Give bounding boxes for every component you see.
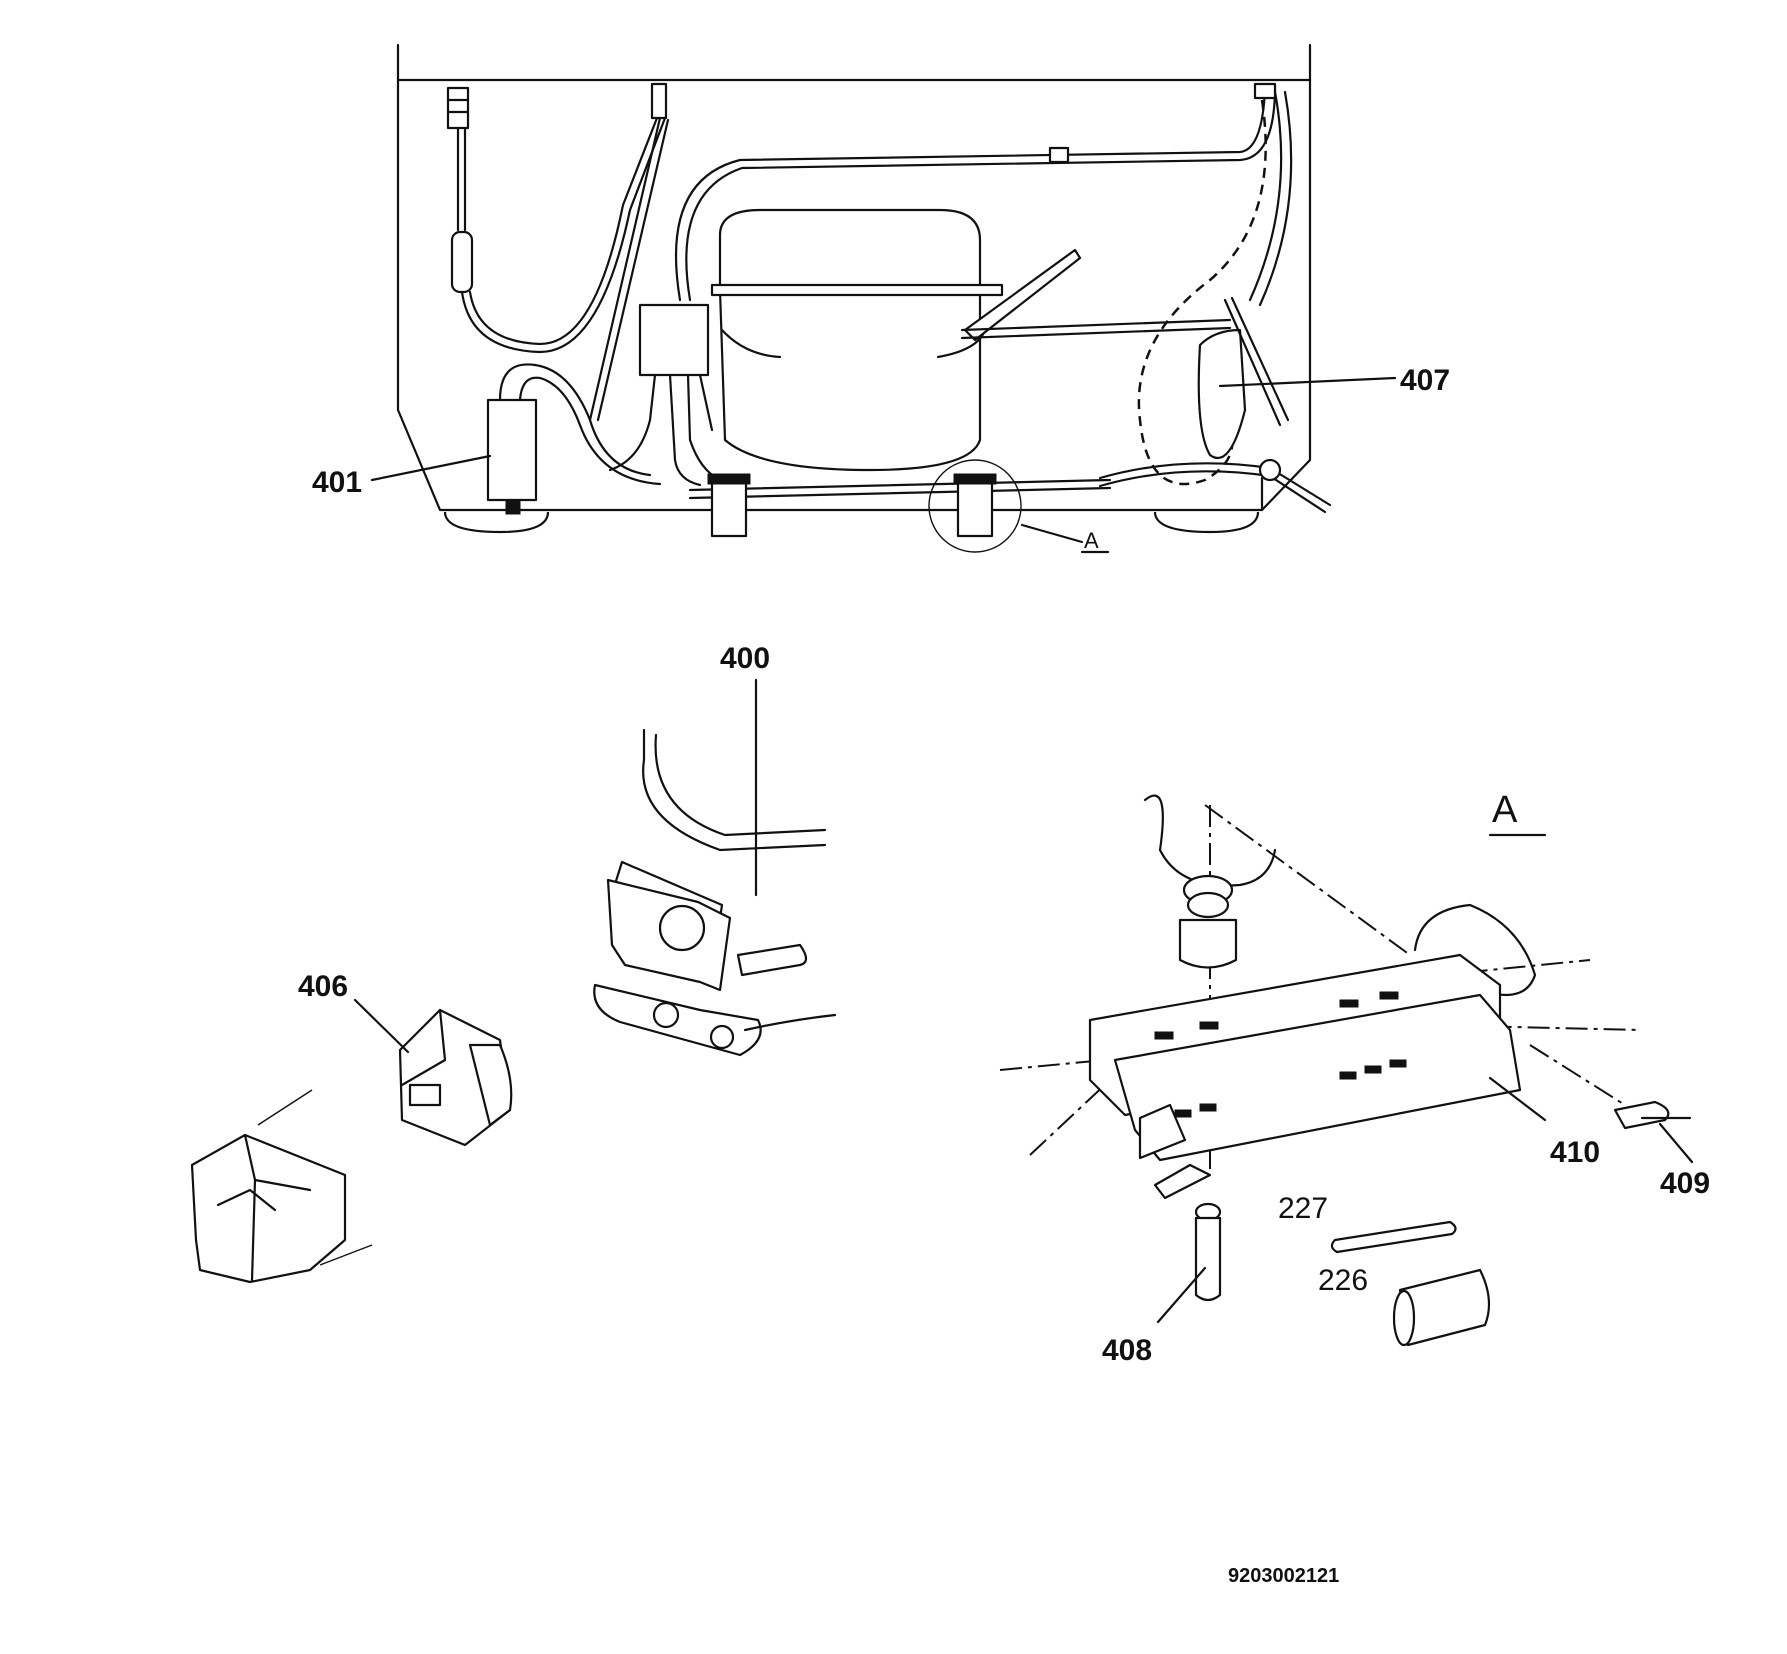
- label-406: 406: [298, 970, 348, 1003]
- detail-view-title-a: A: [1492, 789, 1518, 831]
- relay-cover: [190, 1089, 373, 1284]
- detail-view-a: [999, 794, 1694, 1347]
- relay-box: [608, 303, 722, 487]
- label-400: 400: [720, 642, 770, 675]
- cabinet-base-assembly: [396, 43, 1312, 534]
- refrigerant-tubing: [674, 82, 1293, 307]
- label-407: 407: [1400, 364, 1450, 397]
- mounting-rail-410: [1088, 953, 1522, 1200]
- label-226: 226: [1318, 1264, 1368, 1297]
- detail-circle: [928, 459, 1022, 553]
- label-410: 410: [1550, 1136, 1600, 1169]
- wiring-harness: [446, 82, 670, 422]
- pin-408: [1194, 1202, 1222, 1302]
- drip-tray-407: [1098, 99, 1332, 514]
- compressor: [710, 208, 1232, 472]
- label-401: 401: [312, 466, 362, 499]
- label-408: 408: [1102, 1334, 1152, 1367]
- compressor-detail-400: [593, 678, 837, 1057]
- rod-227: [1330, 1220, 1457, 1254]
- grommet-mounts: [707, 459, 1110, 554]
- detail-callout-a: A: [1084, 528, 1099, 553]
- label-409: 409: [1660, 1167, 1710, 1200]
- sleeve-226: [1392, 1268, 1491, 1347]
- label-227: 227: [1278, 1192, 1328, 1225]
- relay-406: [398, 1008, 513, 1147]
- clip-409: [1613, 1100, 1692, 1130]
- document-number: 9203002121: [1228, 1565, 1339, 1587]
- grommet-upper: [1178, 874, 1238, 969]
- capacitor-401: [486, 363, 662, 515]
